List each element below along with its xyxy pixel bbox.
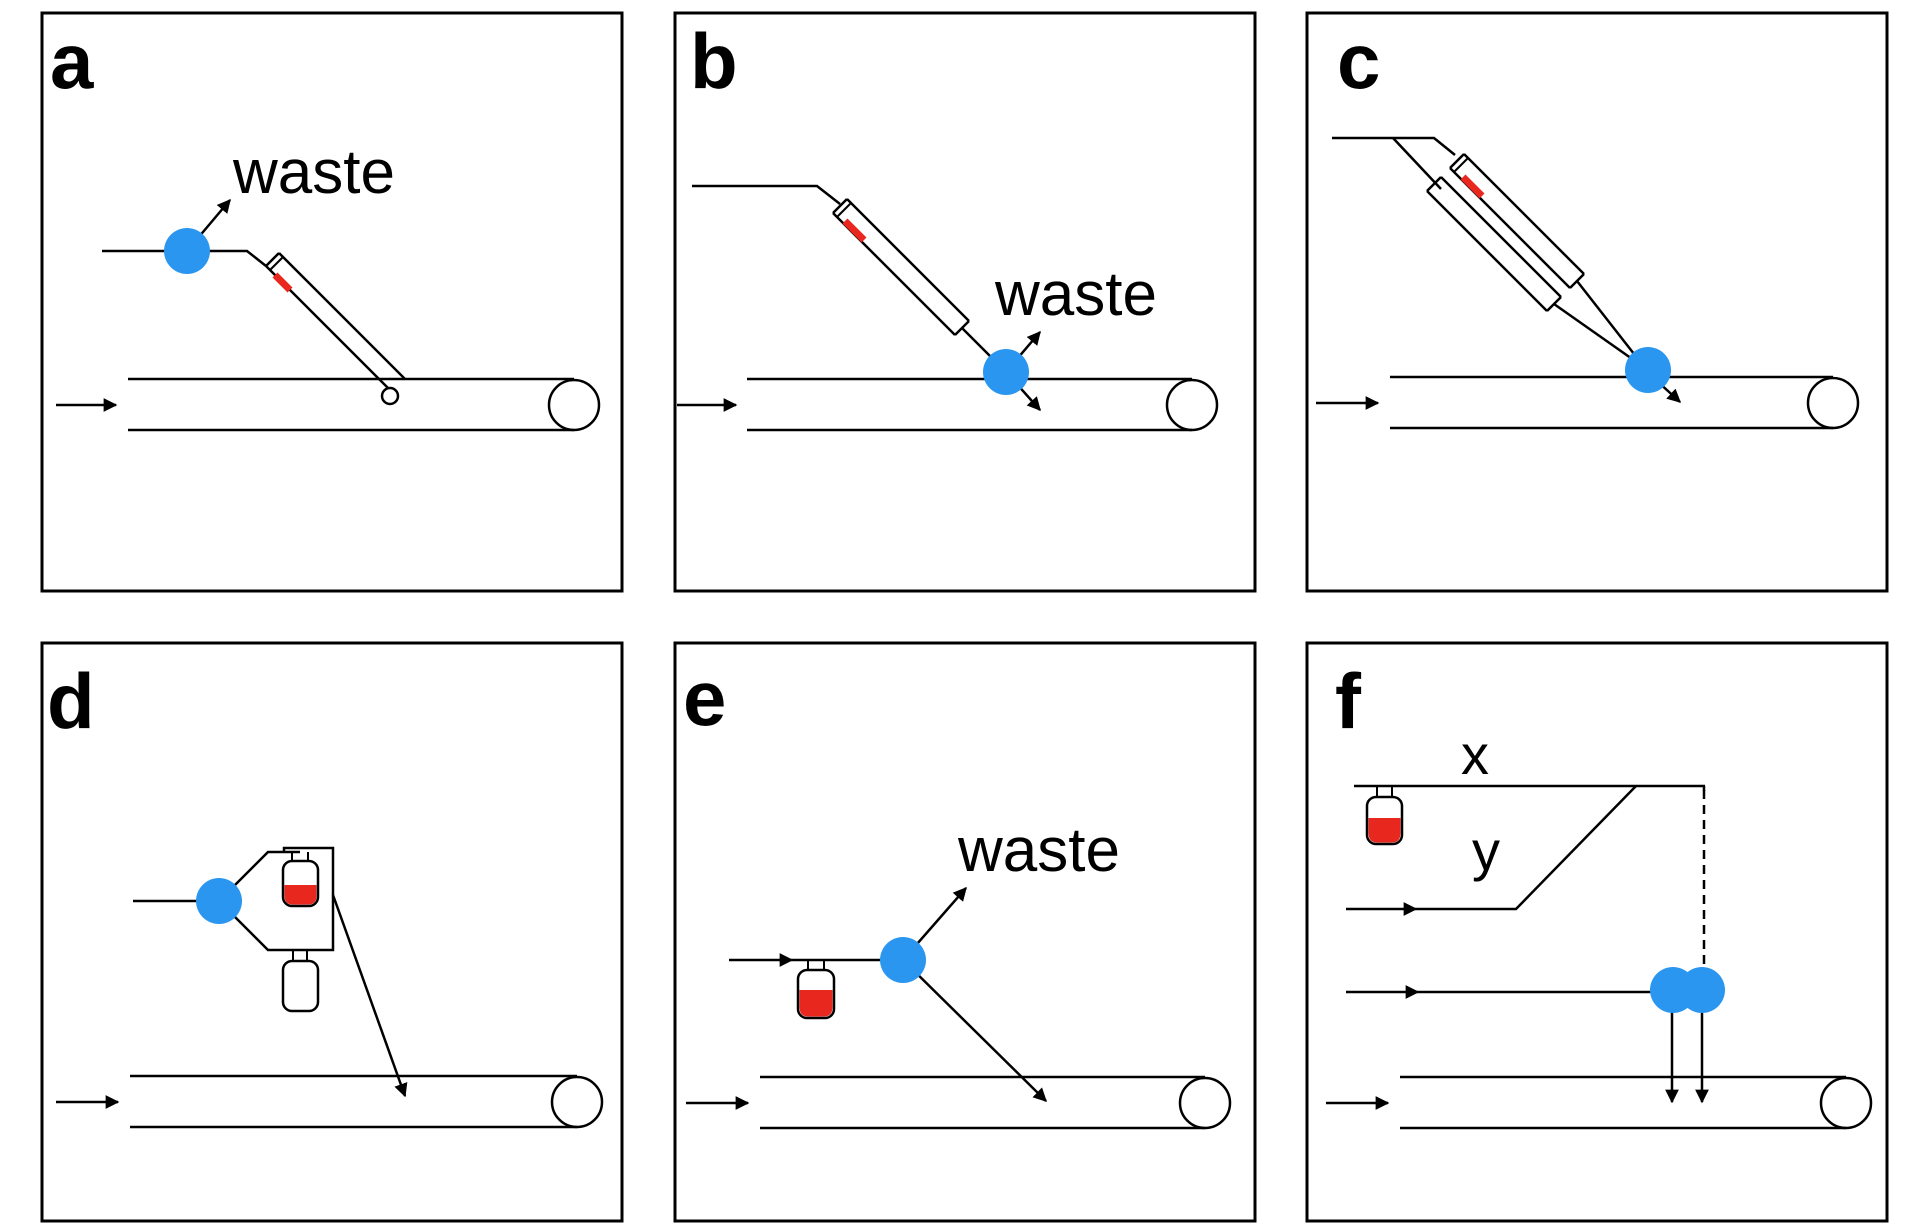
column <box>265 252 406 406</box>
sample-band <box>272 272 293 293</box>
main-channel <box>130 1074 604 1129</box>
panel-frame <box>673 11 1257 593</box>
valve <box>164 228 210 274</box>
waste-label: waste <box>994 260 1157 329</box>
panel-c: c <box>1305 11 1889 593</box>
empty-bag <box>281 950 320 1013</box>
waste-label: waste <box>957 816 1120 885</box>
valve <box>1625 347 1671 393</box>
channel-end-roller <box>550 1075 604 1129</box>
panel-label: f <box>1335 657 1362 745</box>
panel-frame <box>1305 641 1889 1223</box>
channel-end-roller <box>1165 378 1219 432</box>
panel-frame <box>40 641 624 1223</box>
blood-bag-top <box>281 852 320 908</box>
blood-bag <box>796 960 836 1020</box>
column <box>832 198 970 336</box>
valve <box>880 937 926 983</box>
main-channel <box>747 377 1219 432</box>
column-lower <box>1426 176 1562 312</box>
channel-end-roller <box>1819 1076 1873 1130</box>
channel-end-roller <box>547 378 601 432</box>
valve-right <box>1679 967 1725 1013</box>
panel-d: d <box>40 641 624 1223</box>
panel-label: c <box>1337 17 1380 105</box>
panel-e: e waste <box>673 641 1257 1223</box>
blood-bag <box>1365 786 1404 846</box>
panel-f: f x y <box>1305 641 1889 1223</box>
column-tip <box>380 386 400 406</box>
waste-label: waste <box>232 138 395 207</box>
main-channel <box>128 377 601 432</box>
valve <box>196 878 242 924</box>
panel-a: a waste <box>40 11 624 593</box>
panel-b: b waste <box>673 11 1257 593</box>
main-channel <box>760 1075 1232 1130</box>
panel-frame <box>1305 11 1889 593</box>
valve <box>983 349 1029 395</box>
main-channel <box>1400 1075 1873 1130</box>
channel-end-roller <box>1178 1076 1232 1130</box>
y-label: y <box>1472 819 1500 882</box>
main-channel <box>1390 375 1860 430</box>
x-label: x <box>1461 723 1489 786</box>
panel-label: d <box>47 657 95 745</box>
channel-end-roller <box>1806 376 1860 430</box>
panel-frame <box>40 11 624 593</box>
sample-band <box>1460 174 1485 199</box>
panel-label: e <box>683 654 726 742</box>
panel-frame <box>673 641 1257 1223</box>
panel-label: a <box>50 17 94 105</box>
sample-band <box>842 218 867 243</box>
panel-label: b <box>690 17 738 105</box>
column-upper <box>1449 153 1585 289</box>
